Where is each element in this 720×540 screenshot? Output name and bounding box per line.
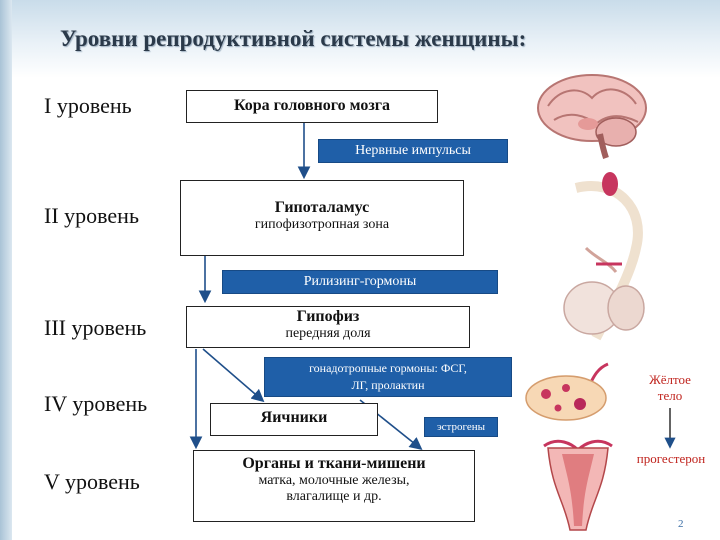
page-number: 2 [678,518,684,530]
cortex-label: Кора головного мозга [233,97,391,114]
target-organs-sub-1: матка, молочные железы, [258,473,410,488]
target-organs-label: Органы и ткани-мишени [242,455,426,472]
cortex-box: Кора головного мозга [186,90,438,123]
level-label-5: V уровень [44,469,140,494]
level-label-4: IV уровень [44,391,148,416]
brain-image [537,74,647,159]
hypothalamus-label: Гипоталамус [274,199,370,216]
releasing-hormones-band: Рилизинг-гормоны [222,270,498,294]
target-organs-box: Органы и ткани-мишени матка, молочные же… [193,450,475,522]
corpus-luteum-line-2: тело [657,388,683,403]
pituitary-label: Гипофиз [296,308,360,325]
ovaries-label: Яичники [260,409,328,426]
gonadotropic-hormones-band: гонадотропные гормоны: ФСГ, ЛГ, пролакти… [264,357,512,397]
progesterone-label: прогестерон [636,451,706,466]
left-decor-bar [0,0,12,540]
gonadotropic-line-1: гонадотропные гормоны: ФСГ, [309,361,467,375]
level-label-1: I уровень [44,93,132,118]
uterus-image [543,439,613,531]
hypothalamus-pituitary-image [563,172,645,341]
pituitary-box: Гипофиз передняя доля [186,306,470,348]
pituitary-sub: передняя доля [285,326,371,341]
ovaries-box: Яичники [210,403,378,436]
header-background [0,0,720,78]
ovary-image [525,362,609,421]
gonadotropic-line-2: ЛГ, пролактин [351,378,425,392]
arrow-pituitary-to-ovaries [202,348,265,403]
level-label-3: III уровень [44,315,147,340]
page-title: Уровни репродуктивной системы женщины: [60,26,527,51]
target-organs-sub-2: влагалище и др. [286,489,382,504]
hypothalamus-sub: гипофизотропная зона [254,217,390,232]
nerve-impulses-band: Нервные импульсы [318,139,508,163]
hypothalamus-box: Гипоталамус гипофизотропная зона [180,180,464,256]
level-label-2: II уровень [44,203,139,228]
corpus-luteum-label: Жёлтое тело [632,372,708,404]
estrogens-band: эстрогены [424,417,498,437]
corpus-luteum-line-1: Жёлтое [649,372,691,387]
